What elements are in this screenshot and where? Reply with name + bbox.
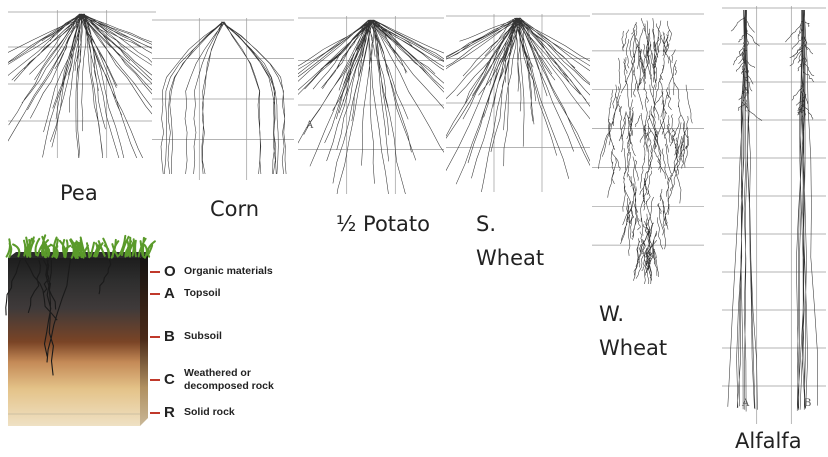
- horizon-a-letter: A: [164, 285, 184, 303]
- horizon-b-marker: [150, 336, 160, 338]
- horizon-a-description: Topsoil: [184, 287, 221, 300]
- horizon-o-marker: [150, 271, 160, 273]
- alfalfa-root-panel: A B: [722, 6, 826, 424]
- alfalfa-root-drawing: [722, 6, 826, 424]
- horizon-b: B Subsoil: [150, 328, 222, 346]
- horizon-c-description: Weathered or decomposed rock: [184, 367, 274, 393]
- horizon-b-letter: B: [164, 328, 184, 346]
- horizon-r-description: Solid rock: [184, 406, 235, 419]
- w-wheat-root-panel: [592, 12, 704, 284]
- w-wheat-root-drawing: [592, 12, 704, 284]
- alfalfa-panel-mark-a: A: [742, 398, 749, 409]
- horizon-b-description: Subsoil: [184, 330, 222, 343]
- potato-label: ½ Potato: [336, 211, 430, 237]
- alfalfa-label: Alfalfa: [735, 428, 802, 454]
- pea-root-panel: [8, 10, 156, 158]
- corn-root-panel: [152, 18, 294, 180]
- w-wheat-label: W. Wheat: [599, 297, 667, 365]
- horizon-a-marker: [150, 293, 160, 295]
- potato-root-panel: A: [298, 16, 444, 194]
- horizon-o: O Organic materials: [150, 263, 273, 281]
- pea-root-drawing: [8, 10, 156, 158]
- corn-root-drawing: [152, 18, 294, 180]
- horizon-o-letter: O: [164, 263, 184, 281]
- pea-label: Pea: [60, 180, 98, 206]
- horizon-c-marker: [150, 379, 160, 381]
- horizon-r: R Solid rock: [150, 404, 235, 422]
- potato-root-drawing: [298, 16, 444, 194]
- horizon-o-description: Organic materials: [184, 265, 273, 278]
- potato-panel-mark: A: [306, 120, 313, 131]
- soil-profile: O Organic materials A Topsoil B Subsoil …: [0, 228, 340, 428]
- s-wheat-label: S. Wheat: [476, 207, 544, 275]
- alfalfa-panel-mark-b: B: [804, 398, 811, 409]
- horizon-c: C Weathered or decomposed rock: [150, 371, 274, 393]
- s-wheat-root-panel: [446, 14, 590, 192]
- horizon-c-letter: C: [164, 371, 184, 389]
- s-wheat-root-drawing: [446, 14, 590, 192]
- horizon-r-marker: [150, 412, 160, 414]
- soil-profile-illustration: [0, 228, 160, 428]
- horizon-a: A Topsoil: [150, 285, 221, 303]
- horizon-r-letter: R: [164, 404, 184, 422]
- corn-label: Corn: [210, 196, 259, 222]
